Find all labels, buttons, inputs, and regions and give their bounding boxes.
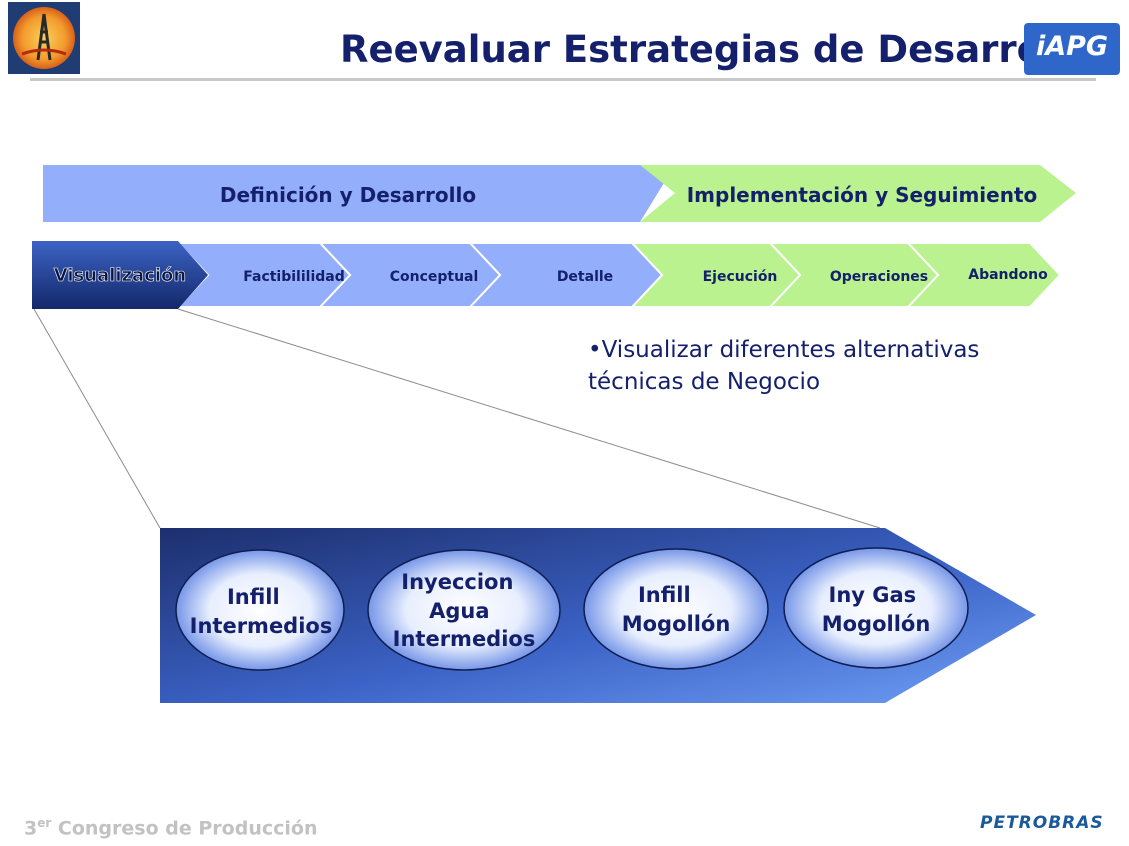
congress-logo (8, 2, 80, 74)
option-line: Inyeccion (401, 570, 513, 594)
phase-arrow-implementacion (640, 165, 1076, 222)
footer-event: 3er Congreso de Producción (24, 816, 317, 839)
visualization-bullet: •Visualizar diferentes alternativas técn… (588, 334, 1008, 398)
zoom-line-left (33, 308, 161, 529)
option-line: Infill (638, 583, 691, 607)
stage-label-operaciones: Operaciones (830, 269, 928, 285)
bullet-text: Visualizar diferentes alternativas técni… (588, 337, 980, 395)
option-line: Infill (227, 585, 280, 609)
option-line: Intermedios (190, 614, 333, 638)
phase-arrow-definicion (43, 165, 675, 222)
iapg-logo-text: iAPG (1035, 31, 1109, 62)
stage-label-factibilidad: Factibililidad (243, 269, 345, 285)
option-line: Intermedios (393, 627, 536, 651)
option-line: Mogollón (622, 612, 731, 636)
stage-chevrons (32, 241, 1062, 309)
title-divider (30, 78, 1096, 81)
phase-label-implementacion: Implementación y Seguimiento (687, 183, 1038, 207)
option-text-infill-mogollon: Infill Mogollón (622, 583, 731, 636)
iapg-logo: iAPG (1024, 23, 1120, 75)
page-title: Reevaluar Estrategias de Desarrollo (340, 28, 1093, 71)
footer-ordinal-suffix: er (37, 816, 52, 830)
zoom-line-right (177, 308, 881, 529)
option-oval-iny-gas-mogollon (783, 547, 969, 669)
stage-label-abandono: Abandono (968, 267, 1048, 283)
stage-label-conceptual: Conceptual (390, 269, 479, 285)
option-line: Mogollón (822, 612, 931, 636)
option-line: Iny Gas (829, 583, 917, 607)
option-line: Agua (429, 599, 489, 623)
option-oval-infill-intermedios (175, 549, 345, 671)
option-text-infill-intermedios: Infill Intermedios (190, 585, 333, 638)
stage-label-ejecucion: Ejecución (703, 269, 778, 285)
bullet-mark: • (588, 337, 602, 363)
footer-ordinal: 3 (24, 817, 38, 840)
option-text-inyeccion-agua: Inyeccion Agua Intermedios (393, 570, 536, 651)
option-oval-inyeccion-agua (367, 549, 561, 671)
phase-label-definicion: Definición y Desarrollo (220, 183, 476, 207)
option-oval-infill-mogollon (583, 548, 769, 670)
stage-label-visualizacion: Visualización (54, 265, 186, 286)
option-text-iny-gas-mogollon: Iny Gas Mogollón (822, 583, 931, 636)
stage-chevron-visualizacion (32, 241, 208, 309)
oil-derrick-icon (8, 2, 80, 74)
stage-label-detalle: Detalle (557, 269, 613, 285)
footer-event-name: Congreso de Producción (51, 817, 318, 840)
petrobras-logo: PETROBRAS (980, 813, 1104, 833)
